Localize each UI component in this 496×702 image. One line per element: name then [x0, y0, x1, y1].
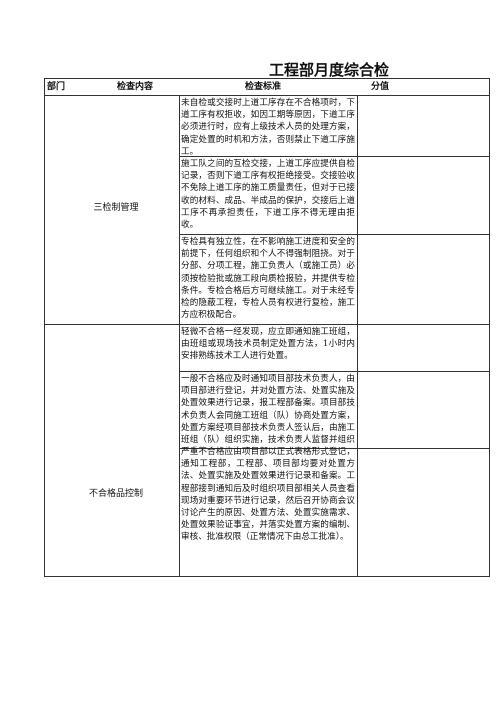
row-divider: [179, 371, 490, 372]
row-divider: [179, 448, 490, 449]
row-divider: [44, 324, 490, 325]
row-divider: [44, 95, 490, 96]
col-divider: [179, 95, 180, 577]
standard-text: 专检具有独立性，在不影响施工进度和安全的前提下，任何组织和个人不得强制阻挠。对于…: [181, 237, 355, 321]
header-department: 部门: [47, 82, 66, 92]
category-label: 不合格品控制: [88, 489, 143, 499]
header-score: 分值: [371, 82, 390, 92]
row-divider: [179, 156, 490, 157]
category-label: 三检制管理: [93, 203, 139, 213]
row-divider: [179, 234, 490, 235]
header-content: 检查内容: [117, 82, 154, 92]
inspection-table: [44, 78, 490, 577]
standard-text: 严重不合格应由项目部以正式表格形式登记，通知工程部，工程部、项目部均要对处置方法…: [181, 447, 355, 543]
standard-text: 一般不合格应及时通知项目部技术负责人，由项目部进行登记，并对处置方法、处置实施及…: [181, 374, 355, 446]
standard-text: 施工队之间的互检交接，上道工序应提供自检记录，否则下道工序有权拒绝接受。交接验收…: [181, 159, 355, 231]
header-standard: 检查标准: [245, 82, 282, 92]
col-divider: [357, 95, 358, 577]
standard-text: 轻微不合格一经发现，应立即通知施工班组，由班组或现场技术员制定处置方法，1小时内…: [181, 327, 355, 362]
standard-text: 未自检或交接时上道工序存在不合格项时，下道工序有权拒收，如因工期等原因，下道工序…: [181, 98, 355, 155]
page-title: 工程部月度综合检: [269, 61, 390, 79]
